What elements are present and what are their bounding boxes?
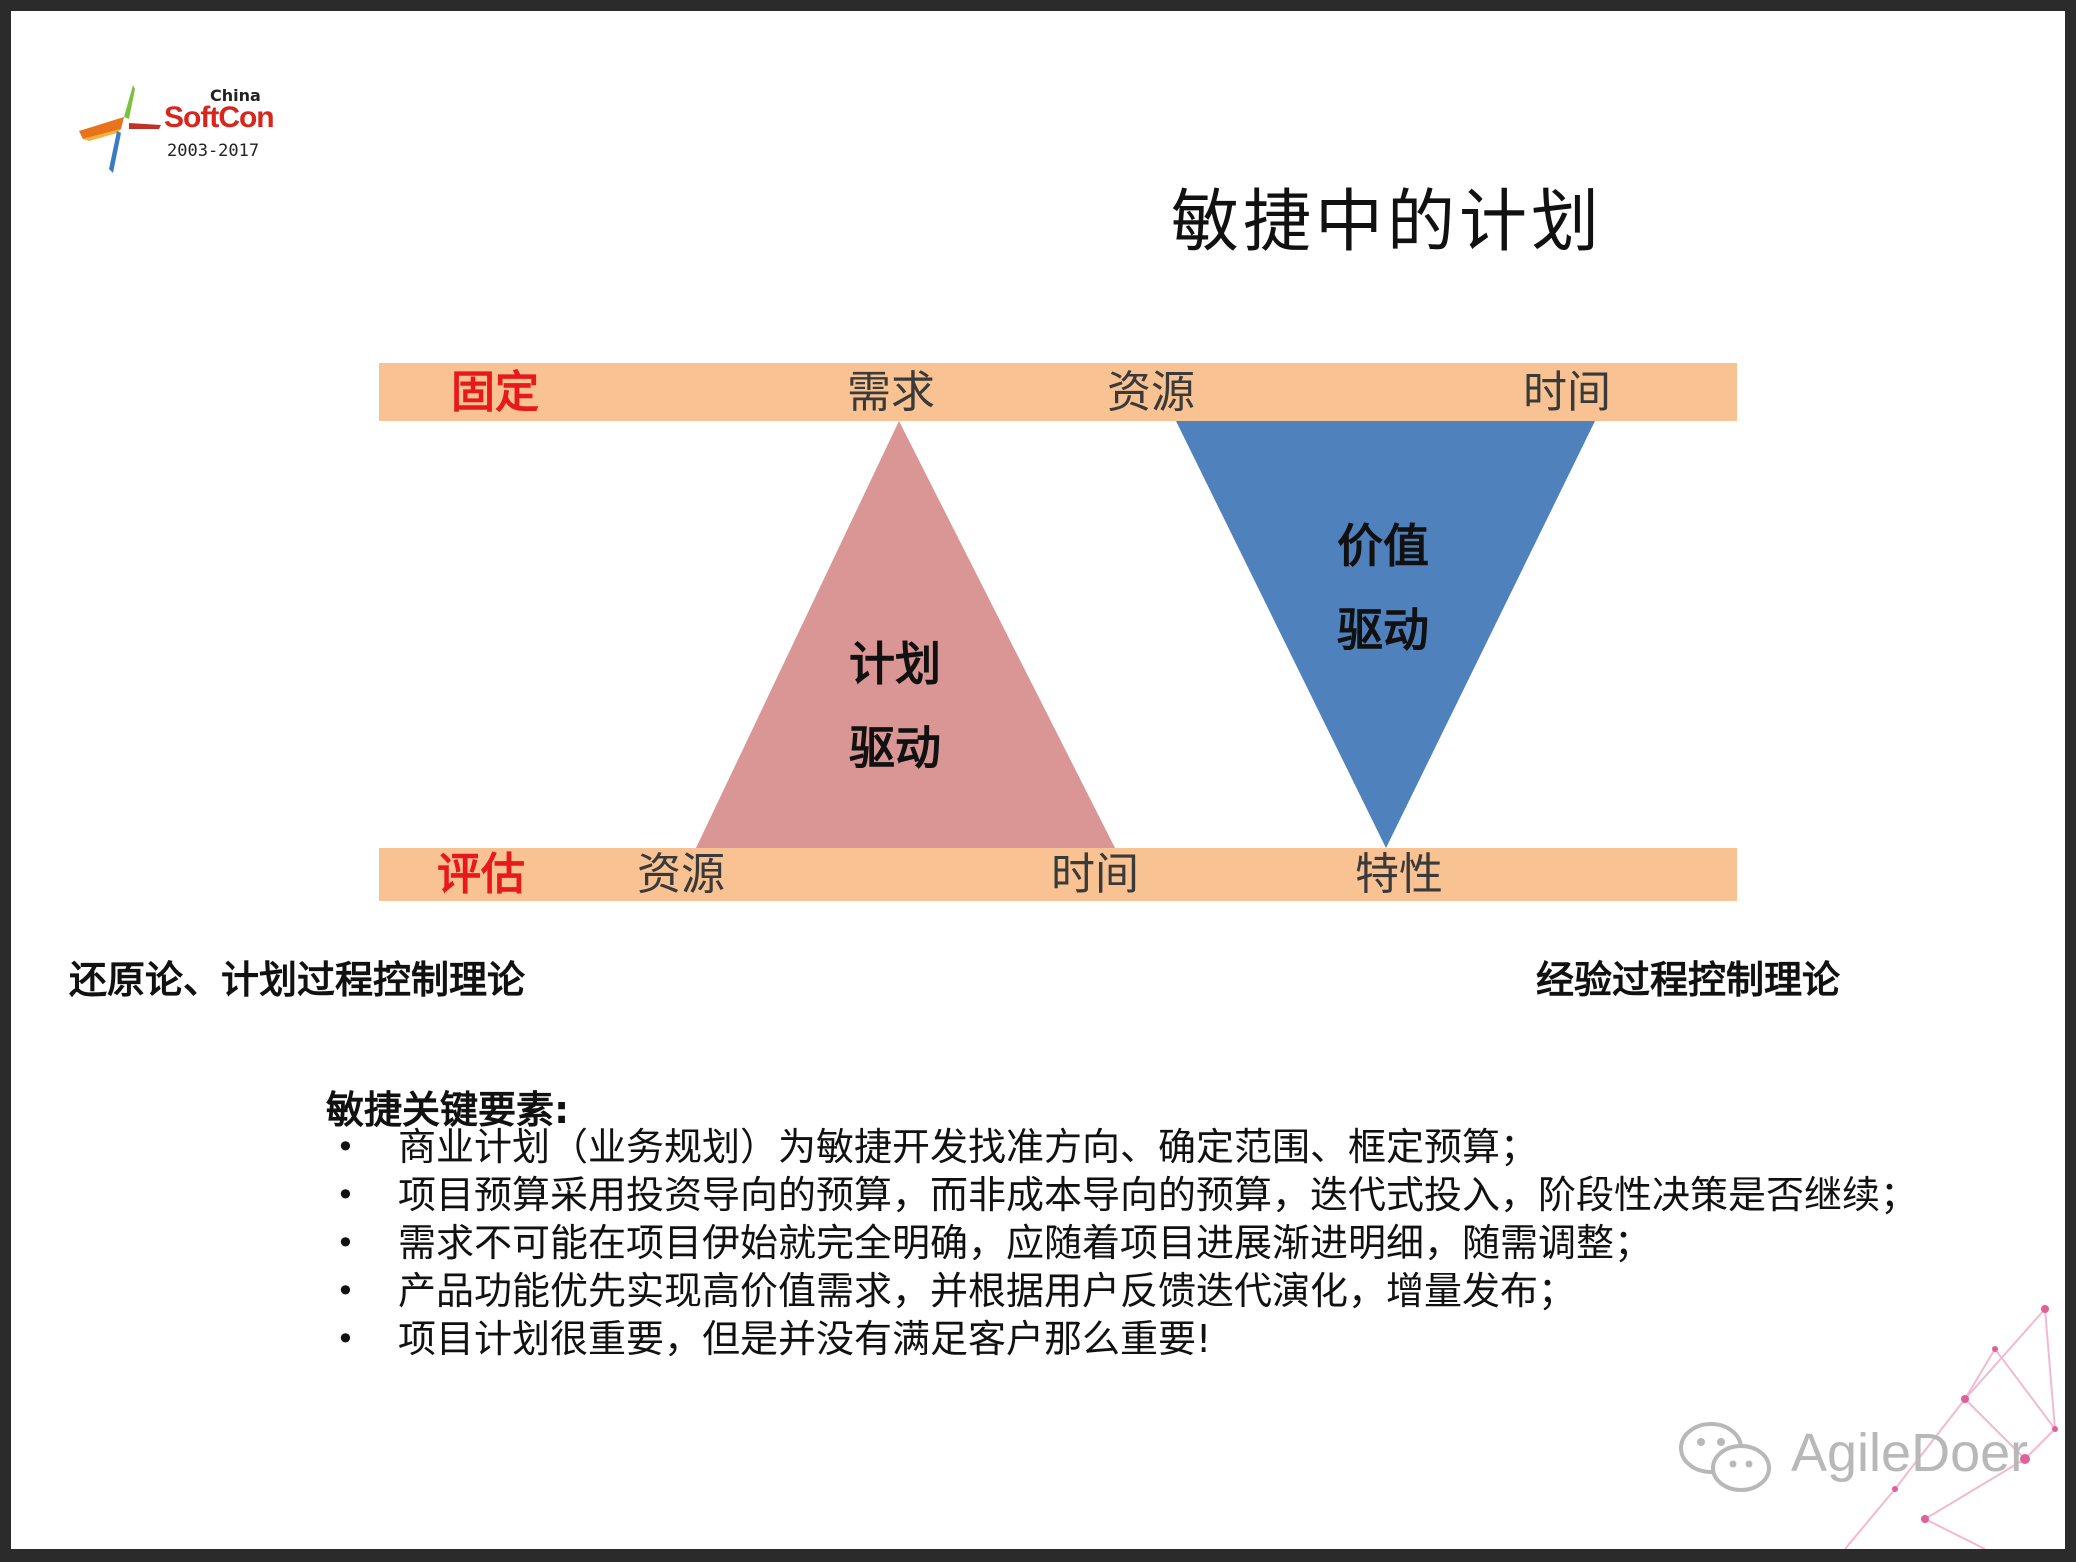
list-item: • 需求不可能在项目伊始就完全明确，应随着项目进展渐进明细，随需调整； (326, 1219, 1918, 1267)
fixed-band (379, 363, 1737, 421)
bullet-dot: • (336, 1176, 355, 1214)
slide: China SoftCon 2003-2017 敏捷中的计划 固定 需求 资源 … (11, 11, 2065, 1549)
plan-triangle-label-2: 驱动 (849, 721, 941, 775)
fixed-item-requirements: 需求 (847, 367, 935, 418)
pinwheel-icon (79, 85, 161, 173)
watermark: AgileDoer (1671, 1416, 2031, 1496)
list-item-text: 项目计划很重要，但是并没有满足客户那么重要! (398, 1317, 1212, 1361)
list-item: • 项目预算采用投资导向的预算，而非成本导向的预算，迭代式投入，阶段性决策是否继续… (326, 1171, 1918, 1219)
value-triangle-label-2: 驱动 (1337, 603, 1429, 657)
list-item-text: 项目预算采用投资导向的预算，而非成本导向的预算，迭代式投入，阶段性决策是否继续； (398, 1173, 1919, 1217)
list-item-text: 产品功能优先实现高价值需求，并根据用户反馈迭代演化，增量发布； (398, 1269, 1577, 1313)
fixed-label: 固定 (451, 367, 539, 418)
key-elements-list: • 商业计划（业务规划）为敏捷开发找准方向、确定范围、框定预算； • 项目预算采用投… (326, 1123, 1918, 1363)
list-item: • 产品功能优先实现高价值需求，并根据用户反馈迭代演化，增量发布； (326, 1267, 1918, 1315)
network-decoration-icon (1844, 1305, 2058, 1549)
watermark-text: AgileDoer (1791, 1423, 2029, 1483)
logo-brand-text: SoftCon (164, 101, 275, 134)
right-theory-label: 经验过程控制理论 (1536, 958, 1841, 1002)
list-item-text: 需求不可能在项目伊始就完全明确，应随着项目进展渐进明细，随需调整； (398, 1221, 1653, 1265)
estimate-label: 评估 (437, 849, 525, 900)
slide-title: 敏捷中的计划 (1171, 183, 1604, 262)
fixed-item-resources: 资源 (1107, 367, 1195, 418)
estimate-item-time: 时间 (1051, 849, 1139, 900)
left-theory-label: 还原论、计划过程控制理论 (69, 958, 526, 1002)
list-item: • 商业计划（业务规划）为敏捷开发找准方向、确定范围、框定预算； (326, 1123, 1918, 1171)
estimate-item-resources: 资源 (637, 849, 725, 900)
estimate-band (379, 848, 1737, 901)
logo-years-text: 2003-2017 (167, 141, 260, 161)
bullet-dot: • (336, 1272, 355, 1310)
fixed-item-time: 时间 (1523, 367, 1611, 418)
list-item-text: 商业计划（业务规划）为敏捷开发找准方向、确定范围、框定预算； (398, 1125, 1539, 1169)
bullet-dot: • (336, 1128, 355, 1166)
value-triangle-label-1: 价值 (1337, 519, 1429, 573)
wechat-icon (1679, 1422, 1771, 1492)
list-item: • 项目计划很重要，但是并没有满足客户那么重要! (326, 1315, 1918, 1363)
plan-driven-triangle (696, 421, 1115, 848)
plan-triangle-label-1: 计划 (849, 637, 941, 691)
key-elements-title: 敏捷关键要素: (326, 1088, 570, 1132)
estimate-item-features: 特性 (1355, 849, 1443, 900)
softcon-logo: China SoftCon 2003-2017 (69, 73, 275, 183)
logo-china-text: China (210, 86, 261, 105)
bullet-dot: • (336, 1224, 355, 1262)
bullet-dot: • (336, 1320, 355, 1358)
